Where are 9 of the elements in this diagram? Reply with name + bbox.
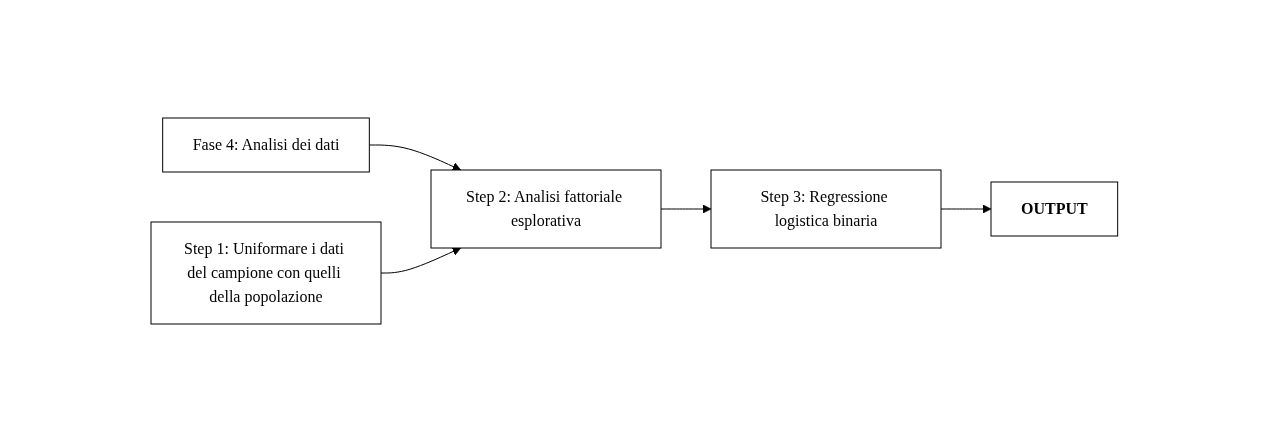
node-box: Step 3: Regressione logistica binaria [710,169,942,248]
arrow [369,144,462,171]
arrow [660,204,712,213]
arrow [940,204,992,213]
node-box: Step 1: Uniformare i dati del campione con quelli della popolazione [150,221,382,324]
node-box: Step 2: Analisi fattoriale esplorativa [430,169,662,248]
node-box: Fase 4: Analisi dei dati [162,117,370,172]
node-box: OUTPUT [990,181,1119,236]
arrow [380,246,462,273]
